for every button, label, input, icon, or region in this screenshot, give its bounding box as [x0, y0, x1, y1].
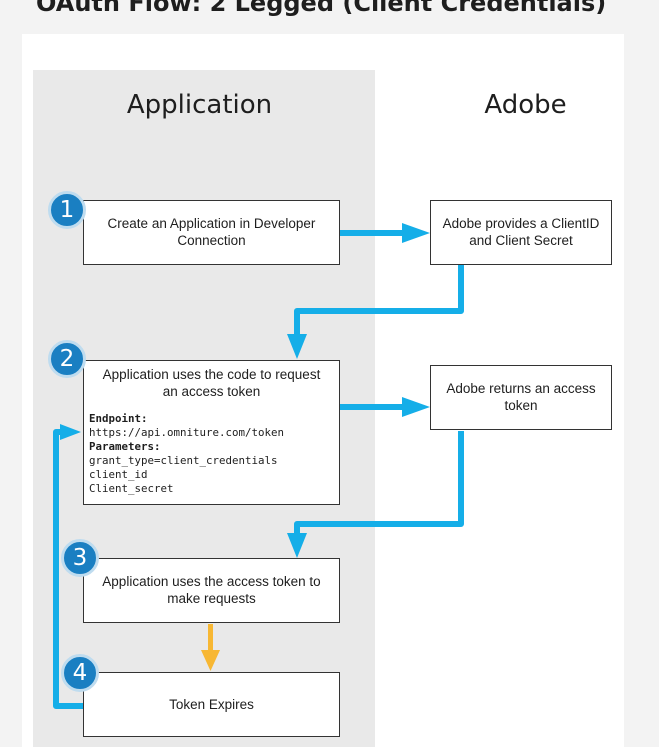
- arrowhead-expire: [201, 650, 220, 671]
- arrow-expire-shaft: [208, 624, 213, 652]
- arrow-expire-loop: [53, 429, 83, 709]
- lane-header-application: Application: [126, 90, 273, 120]
- arrowhead-4: [287, 533, 307, 558]
- step-4-badge: 4: [61, 654, 99, 692]
- step-2-box: Application uses the code to request an …: [83, 360, 340, 505]
- step-2-text: Application uses the code to request an …: [102, 367, 321, 399]
- step-1-box: Create an Application in Developer Conne…: [83, 200, 340, 265]
- page-title: OAuth Flow: 2 Legged (Client Credentials…: [36, 0, 607, 17]
- arrowhead-3: [402, 397, 430, 417]
- param-grant-type: grant_type=client_credentials: [89, 454, 278, 467]
- arrow-adobe-to-step3: [294, 431, 464, 535]
- adobe-returns-box: Adobe returns an access token: [430, 365, 612, 430]
- step-1-text: Create an Application in Developer Conne…: [107, 216, 316, 248]
- step-2-badge: 2: [48, 340, 86, 378]
- request-details: Endpoint: https://api.omniture.com/token…: [89, 412, 284, 496]
- step-3-badge: 3: [61, 539, 99, 577]
- lane-header-adobe: Adobe: [484, 90, 567, 120]
- param-client-id: client_id: [89, 468, 148, 481]
- step-3-box: Application uses the access token to mak…: [83, 558, 340, 623]
- arrowhead-2: [287, 334, 307, 359]
- step-4-box: Token Expires: [83, 672, 340, 737]
- arrowhead-loop: [60, 424, 81, 440]
- parameters-label: Parameters:: [89, 440, 161, 453]
- adobe-provides-box: Adobe provides a ClientID and Client Sec…: [430, 200, 612, 265]
- step-1-badge: 1: [48, 191, 86, 229]
- step-3-text: Application uses the access token to mak…: [102, 574, 321, 606]
- endpoint-url: https://api.omniture.com/token: [89, 426, 285, 439]
- step-4-text: Token Expires: [169, 697, 254, 712]
- arrowhead-1: [402, 223, 430, 243]
- endpoint-label: Endpoint:: [89, 412, 148, 425]
- arrow-adobe-to-step2: [294, 265, 464, 336]
- adobe-returns-text: Adobe returns an access token: [446, 381, 596, 413]
- param-client-secret: Client_secret: [89, 482, 174, 495]
- adobe-provides-text: Adobe provides a ClientID and Client Sec…: [442, 216, 600, 248]
